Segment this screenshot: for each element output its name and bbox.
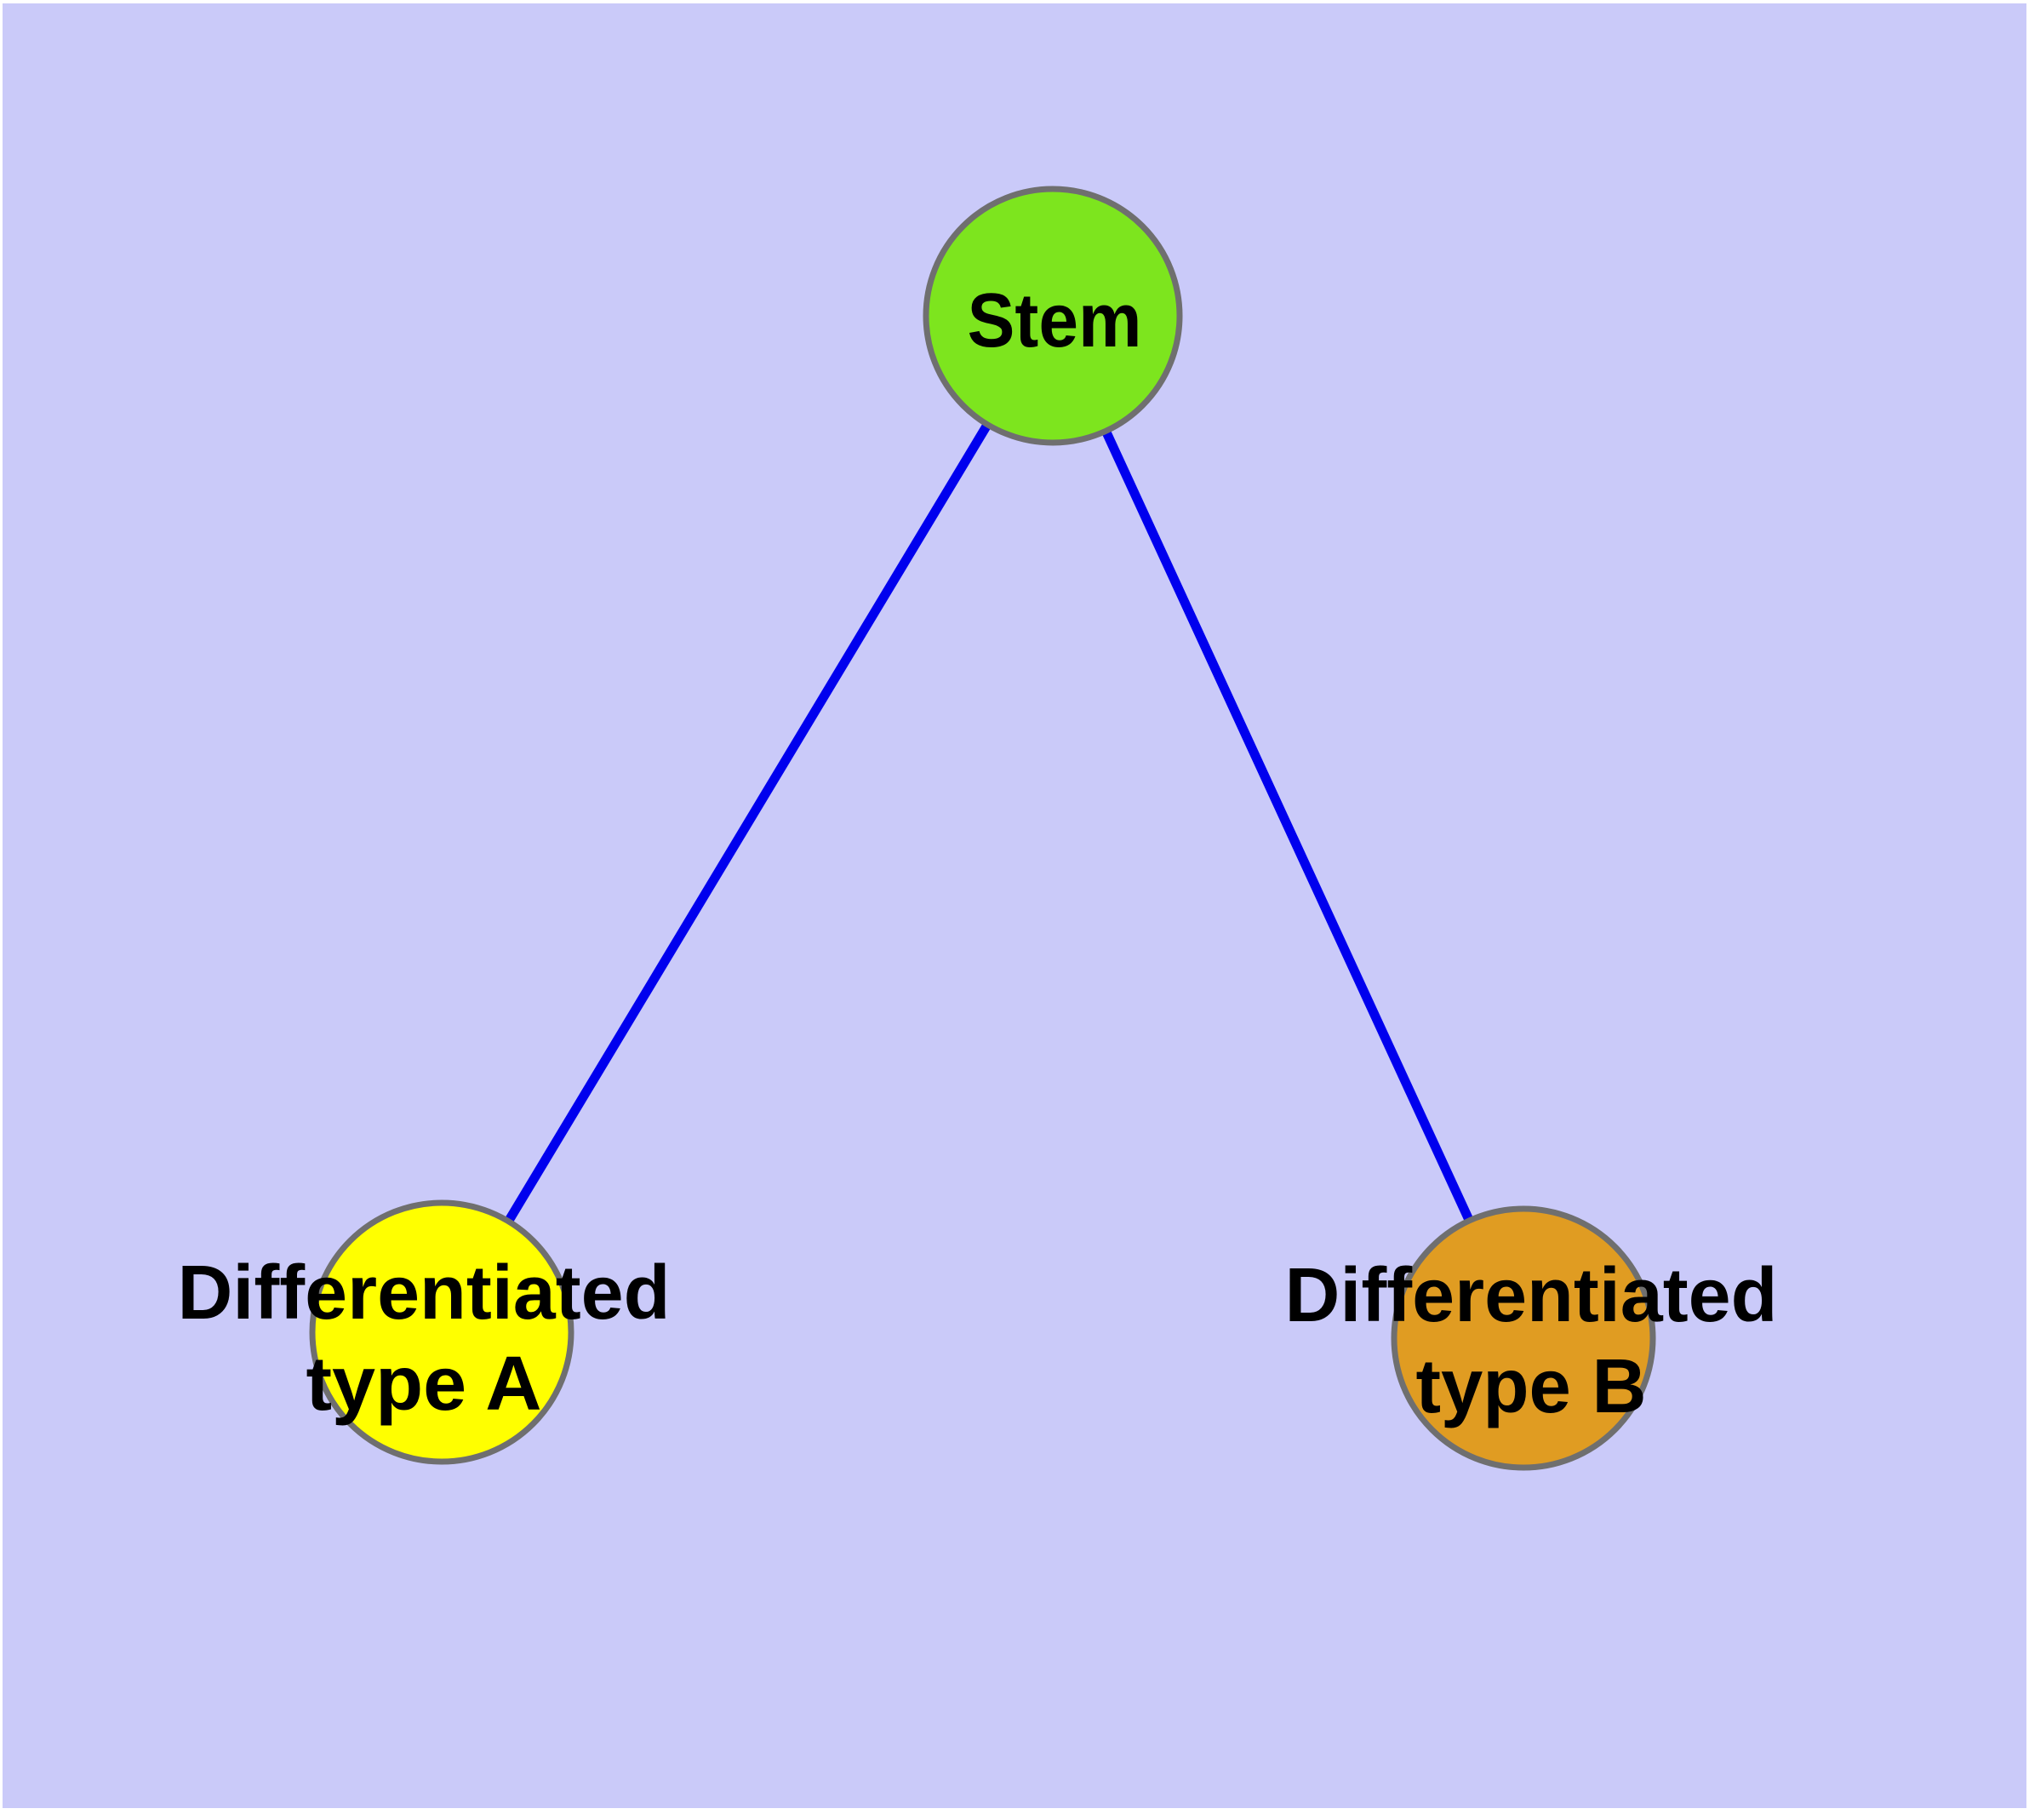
node-type-a-label-line1: Differentiated bbox=[178, 1251, 671, 1336]
node-type-b-label-line2: type B bbox=[1416, 1344, 1647, 1429]
edge-stem-to-type-a bbox=[437, 313, 1057, 1335]
node-stem-label: Stem bbox=[968, 278, 1142, 363]
node-stem bbox=[923, 186, 1183, 446]
edge-stem-to-type-b bbox=[1049, 313, 1528, 1341]
node-differentiated-type-a bbox=[309, 1199, 574, 1465]
node-differentiated-type-b bbox=[1391, 1205, 1656, 1471]
node-type-b-label-line1: Differentiated bbox=[1285, 1253, 1778, 1338]
node-type-a-label-line2: type A bbox=[306, 1342, 542, 1427]
